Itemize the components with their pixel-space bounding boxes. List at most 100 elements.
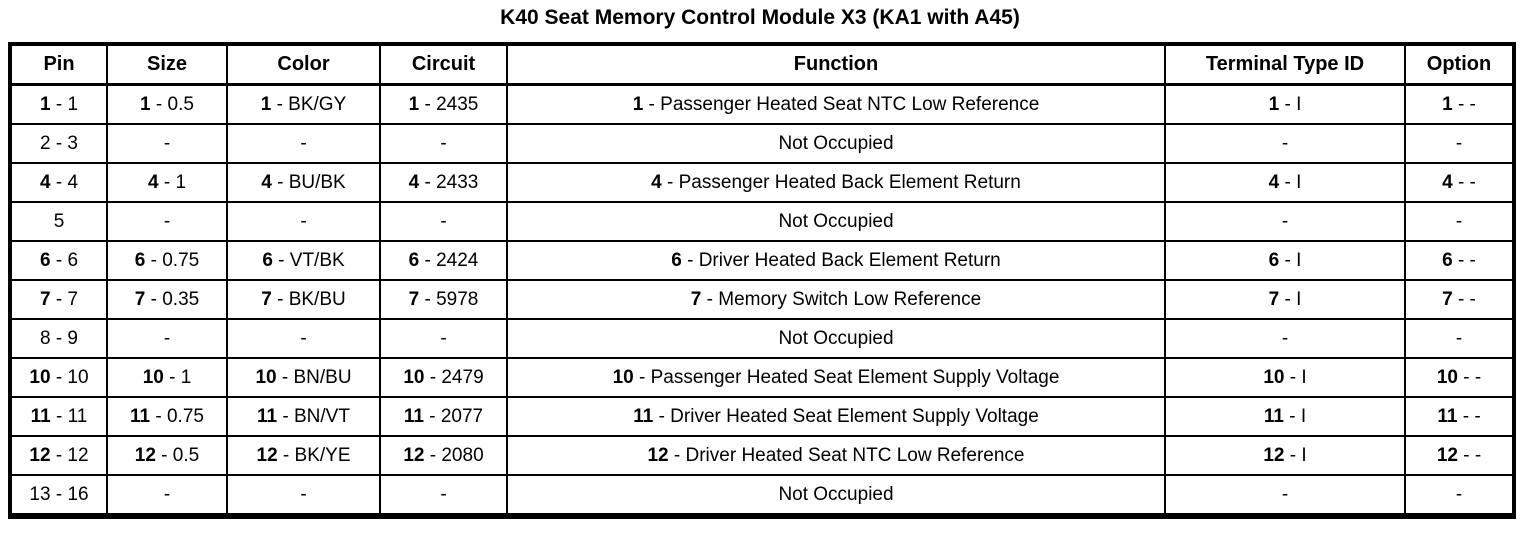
cell-text: - 2435 [419,93,479,115]
cell-text: - BN/BU [276,366,352,388]
cell-size: 10 - 1 [106,357,228,398]
cell-pin-number: 10 [1436,366,1458,388]
cell-function: 12 - Driver Heated Seat NTC Low Referenc… [506,435,1166,476]
cell-pin-number: 10 [29,366,51,388]
cell-text: - 2424 [419,249,479,271]
cell-terminal-type-id: - [1164,123,1406,164]
cell-pin-number: 11 [30,405,51,427]
cell-text: - I [1284,366,1307,388]
cell-text: - 0.75 [145,249,200,271]
cell-text: - [300,132,307,154]
cell-terminal-type-id: 6 - I [1164,240,1406,281]
cell-option: 10 - - [1404,357,1515,398]
cell-text: - VT/BK [272,249,345,271]
cell-circuit: - [379,123,508,164]
cell-text: - I [1283,405,1307,427]
cell-function: 6 - Driver Heated Back Element Return [506,240,1166,281]
page-title: K40 Seat Memory Control Module X3 (KA1 w… [500,6,1020,29]
cell-function: Not Occupied [506,201,1166,242]
cell-option: 6 - - [1404,240,1515,281]
cell-text: - [163,210,171,232]
cell-pin-number: 10 [403,366,425,388]
cell-text: - [163,132,171,154]
cell-pin-number: 12 [403,444,425,466]
cell-pin: 8 - 9 [9,318,108,359]
cell-text: - I [1284,444,1307,466]
cell-text: - 2479 [424,366,484,388]
cell-size: 1 - 0.5 [106,83,228,125]
cell-option: 7 - - [1404,279,1515,320]
cell-option: 12 - - [1404,435,1515,476]
cell-text: 8 - 9 [39,327,79,349]
cell-pin-number: 12 [647,444,669,466]
cell-color: - [226,474,381,517]
cell-circuit: - [379,201,508,242]
cell-pin-number: 1 [632,93,644,115]
cell-size: - [106,318,228,359]
cell-pin-number: 7 [408,288,420,310]
cell-pin-number: 11 [403,405,424,427]
cell-function: 7 - Memory Switch Low Reference [506,279,1166,320]
cell-pin-number: 11 [130,405,151,427]
cell-size: - [106,474,228,517]
cell-pin: 1 - 1 [9,83,108,125]
cell-pin-number: 6 [671,249,682,271]
cell-text: - BN/VT [277,405,350,427]
cell-text: - [440,327,447,349]
column-header-option: Option [1404,43,1515,86]
cell-text: - [1281,210,1289,232]
cell-text: - 0.75 [150,405,204,427]
cell-terminal-type-id: 12 - I [1164,435,1406,476]
cell-color: 6 - VT/BK [226,240,381,281]
cell-option: 11 - - [1404,396,1515,437]
cell-circuit: - [379,474,508,517]
cell-pin-number: 4 [1442,171,1453,193]
cell-pin-number: 4 [1268,171,1280,193]
cell-pin-number: 1 [1268,93,1280,115]
cell-terminal-type-id: - [1164,201,1406,242]
cell-color: - [226,201,381,242]
cell-circuit: - [379,318,508,359]
cell-pin-number: 4 [651,171,662,193]
cell-pin-number: 1 [260,93,272,115]
cell-pin-number: 10 [255,366,277,388]
cell-terminal-type-id: 10 - I [1164,357,1406,398]
cell-text: - - [1457,444,1482,466]
cell-text: 2 - 3 [39,132,79,154]
cell-text: - Passenger Heated Seat NTC Low Referenc… [643,93,1040,115]
cell-text: - Memory Switch Low Reference [701,288,982,310]
cell-pin: 12 - 12 [9,435,108,476]
cell-pin-number: 7 [261,288,272,310]
cell-text: - - [1452,171,1476,193]
table-row: 5---Not Occupied-- [9,201,1515,242]
cell-text: - [163,327,171,349]
cell-text: - I [1279,249,1302,271]
cell-size: 11 - 0.75 [106,396,228,437]
cell-text: - 2080 [424,444,484,466]
cell-pin-number: 11 [1437,405,1458,427]
cell-option: - [1404,318,1515,359]
cell-text: - 10 [50,366,89,388]
cell-pin-number: 11 [1263,405,1284,427]
cell-text: - - [1452,93,1476,115]
cell-text: - 4 [50,171,79,193]
cell-function: 1 - Passenger Heated Seat NTC Low Refere… [506,83,1166,125]
table-row: 8 - 9---Not Occupied-- [9,318,1515,359]
cell-pin: 2 - 3 [9,123,108,164]
cell-size: 7 - 0.35 [106,279,228,320]
cell-terminal-type-id: 11 - I [1164,396,1406,437]
cell-text: - 1 [163,366,192,388]
cell-size: 6 - 0.75 [106,240,228,281]
cell-circuit: 12 - 2080 [379,435,508,476]
cell-pin-number: 12 [1263,444,1285,466]
cell-pin-number: 7 [690,288,702,310]
cell-text: Not Occupied [778,210,894,232]
cell-text: - I [1279,288,1302,310]
cell-text: - [440,132,447,154]
cell-terminal-type-id: 4 - I [1164,162,1406,203]
cell-pin-number: 12 [29,444,51,466]
cell-pin-number: 1 [1442,93,1453,115]
